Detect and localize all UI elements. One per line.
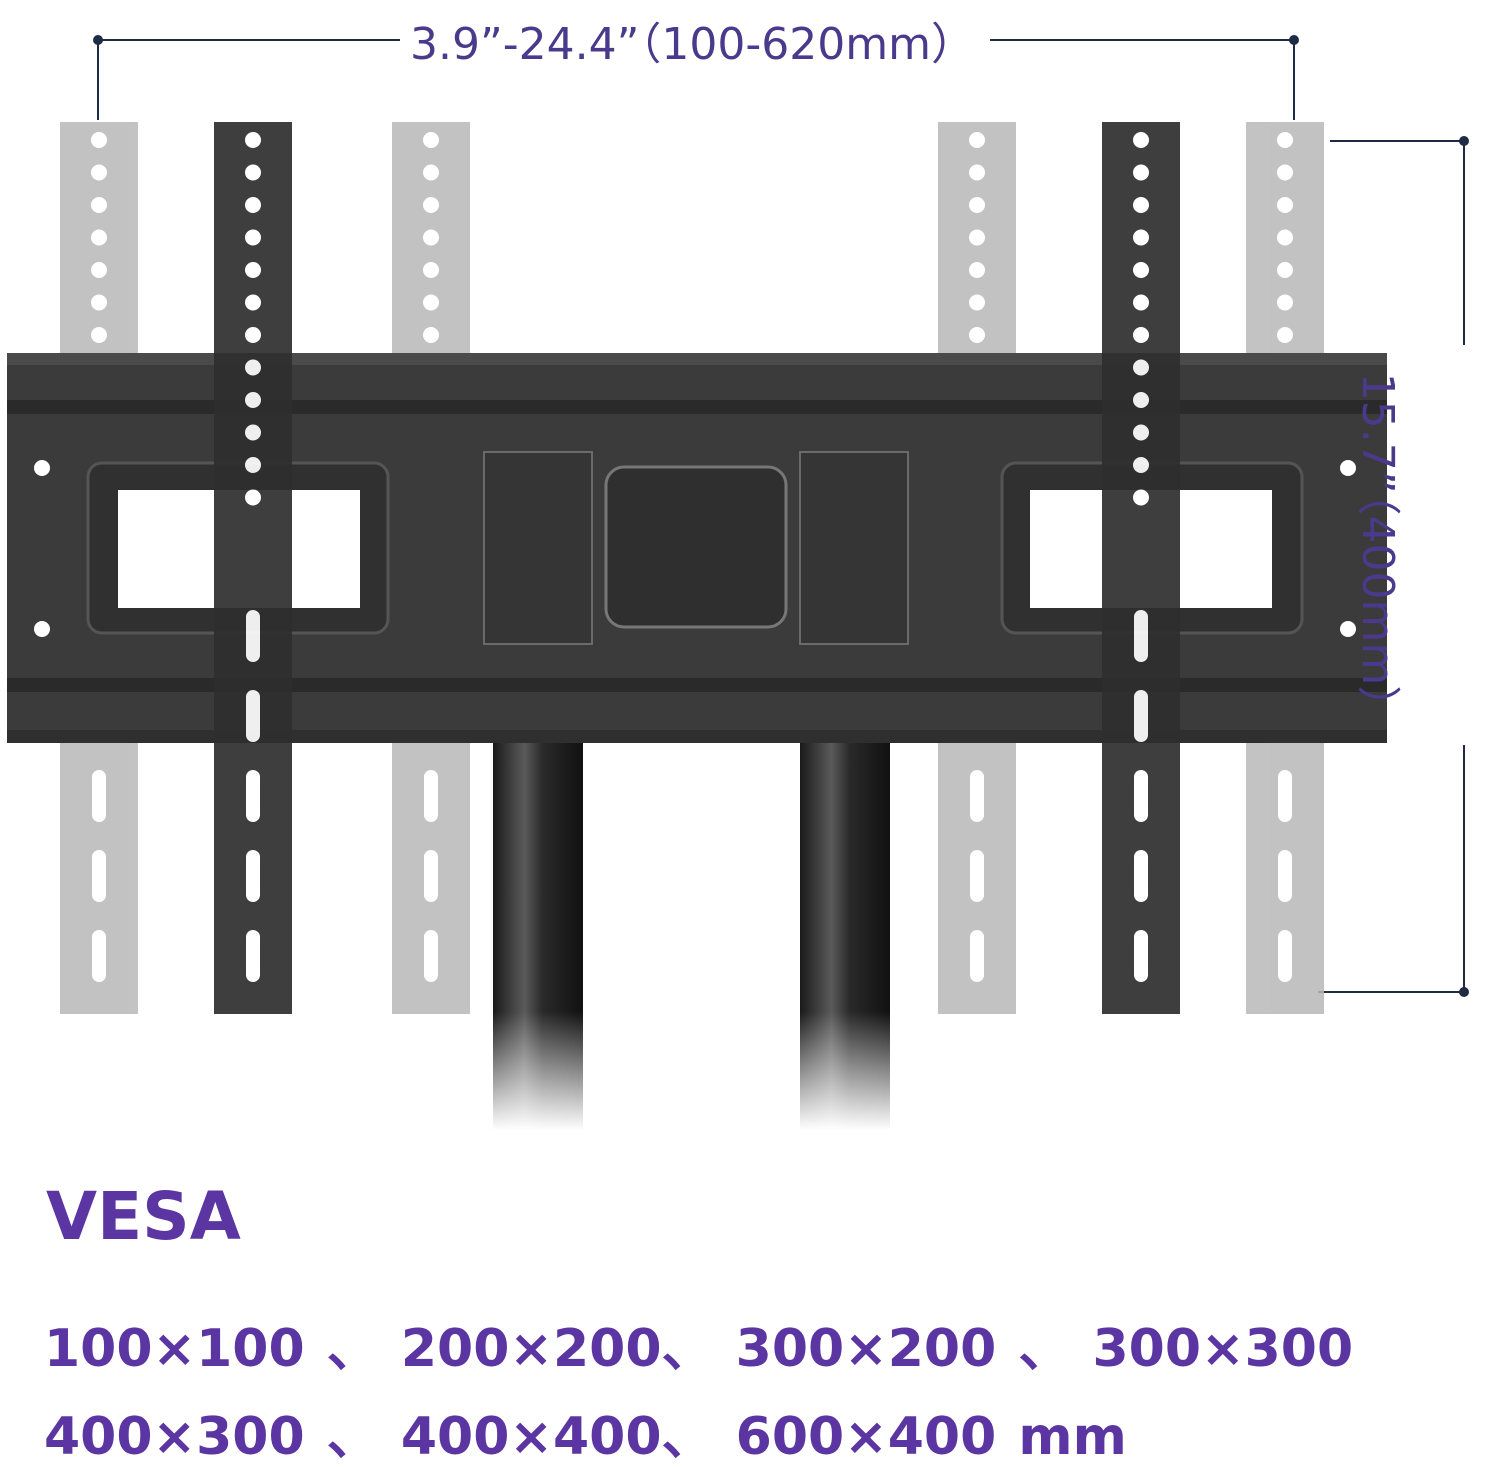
height-dimension-line	[1318, 140, 1465, 993]
active-vertical-brackets	[214, 122, 1180, 1014]
dimension-endpoint-dot	[93, 35, 103, 45]
width-dimension-label: 3.9”-24.4”（100-620mm）	[410, 19, 975, 70]
active-bracket	[1102, 122, 1180, 1014]
stand-poles	[480, 735, 900, 1130]
center-boss	[604, 465, 788, 629]
active-bracket	[214, 122, 292, 1014]
vesa-sizes-line-2: 400×300 、 400×400、 600×400 mm	[44, 1407, 1127, 1467]
dimension-endpoint-dot	[1459, 136, 1469, 146]
width-dimension-line	[97, 39, 1295, 120]
dimension-endpoint-dot	[1289, 35, 1299, 45]
vesa-sizes-line-1: 100×100 、 200×200、 300×200 、 300×300	[44, 1319, 1354, 1379]
height-dimension-label: 15.7”（400mm）	[1352, 372, 1403, 730]
vesa-title: VESA	[46, 1178, 241, 1255]
dimension-endpoint-dot	[1459, 987, 1469, 997]
